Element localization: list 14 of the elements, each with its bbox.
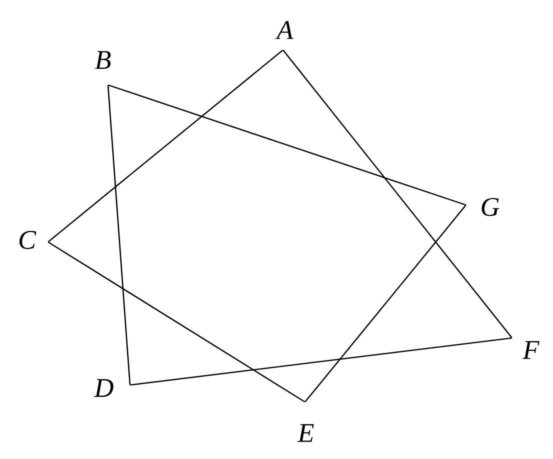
line-segment [48, 242, 306, 402]
line-segment [304, 204, 466, 402]
vertex-label: F [522, 341, 540, 359]
vertex-label: B [95, 51, 111, 69]
line-segment [48, 50, 284, 242]
line-segment [108, 84, 466, 206]
vertex-label: D [94, 379, 114, 397]
line-segment [282, 50, 512, 338]
vertex-label: A [275, 21, 294, 39]
vertex-label: E [297, 424, 314, 442]
line-segment [130, 337, 512, 386]
vertex-label: G [482, 198, 500, 216]
line-segment [107, 85, 131, 385]
vertex-label: C [20, 230, 36, 250]
